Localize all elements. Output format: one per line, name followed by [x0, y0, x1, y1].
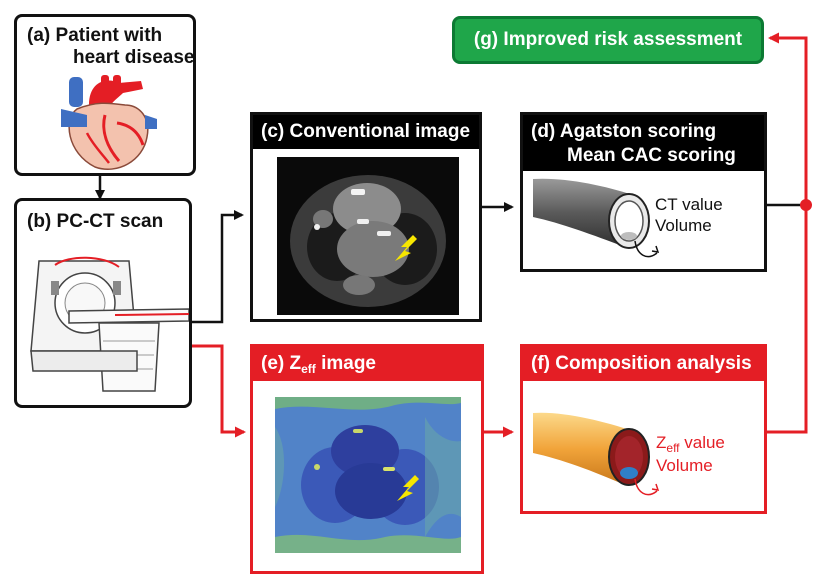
box-f-value-main: Z [656, 433, 667, 452]
box-f-label: (f) [531, 353, 550, 374]
box-b-title: (b) PC-CT scan [27, 211, 163, 233]
box-g-risk: (g) Improved risk assessment [452, 16, 764, 64]
box-f-composition: (f) Composition analysis Zeff value Volu… [520, 344, 767, 514]
box-a-label: (a) [27, 25, 51, 46]
box-a-patient: (a) Patient with heart disease [14, 14, 196, 176]
box-d-volume-label: Volume [655, 216, 712, 235]
box-d-line2: Mean CAC scoring [567, 145, 736, 166]
box-d-line1: Agatston scoring [559, 121, 717, 142]
arrow-junction-to-g [768, 32, 808, 205]
box-c-title: Conventional image [289, 121, 471, 142]
box-a-title: (a) Patient with heart disease [27, 25, 194, 69]
box-d-label: (d) [531, 121, 556, 142]
junction-dot [800, 199, 812, 211]
arrow-b-to-c [192, 210, 244, 324]
box-b-title-text: PC-CT scan [56, 211, 164, 232]
vessel-icon-orange [533, 412, 660, 496]
box-e-title-sub: eff [301, 362, 316, 376]
box-b-pcct: (b) PC-CT scan [14, 198, 192, 408]
box-e-title-rest: image [321, 353, 376, 374]
box-f-volume-label: Volume [656, 456, 713, 475]
box-b-label: (b) [27, 211, 52, 232]
box-d-agatston: (d) Agatston scoring Mean CAC scoring CT… [520, 112, 767, 272]
box-d-value-label: CT value [655, 195, 723, 214]
box-e-zeff-image: (e) Zeff image [250, 344, 484, 574]
vessel-icon-gray [533, 178, 660, 258]
box-c-header: (c) Conventional image [253, 115, 479, 149]
box-f-value-rest: value [684, 433, 725, 452]
box-a-line1: Patient with [55, 25, 163, 46]
ct-image-conventional [277, 157, 459, 315]
box-e-label: (e) [261, 353, 285, 374]
ct-image-zeff [275, 397, 461, 553]
box-f-title: Composition analysis [555, 353, 752, 374]
box-d-header: (d) Agatston scoring Mean CAC scoring [523, 115, 764, 171]
box-f-value-label: Zeff value [656, 433, 725, 455]
box-f-value-sub: eff [666, 441, 680, 455]
box-e-header: (e) Zeff image [253, 347, 481, 381]
box-c-label: (c) [261, 121, 285, 142]
arrow-b-to-e [192, 344, 246, 438]
box-g-title: (g) Improved risk assessment [455, 19, 761, 61]
box-g-title-text: Improved risk assessment [503, 29, 743, 50]
box-c-conventional: (c) Conventional image [250, 112, 482, 322]
heart-icon [61, 75, 157, 170]
box-e-title-main: Z [289, 353, 302, 374]
ct-scanner-icon [30, 256, 189, 392]
box-f-header: (f) Composition analysis [523, 347, 764, 381]
box-a-line2: heart disease [73, 47, 195, 68]
line-f-to-junction [767, 205, 808, 434]
box-g-label: (g) [473, 29, 499, 50]
